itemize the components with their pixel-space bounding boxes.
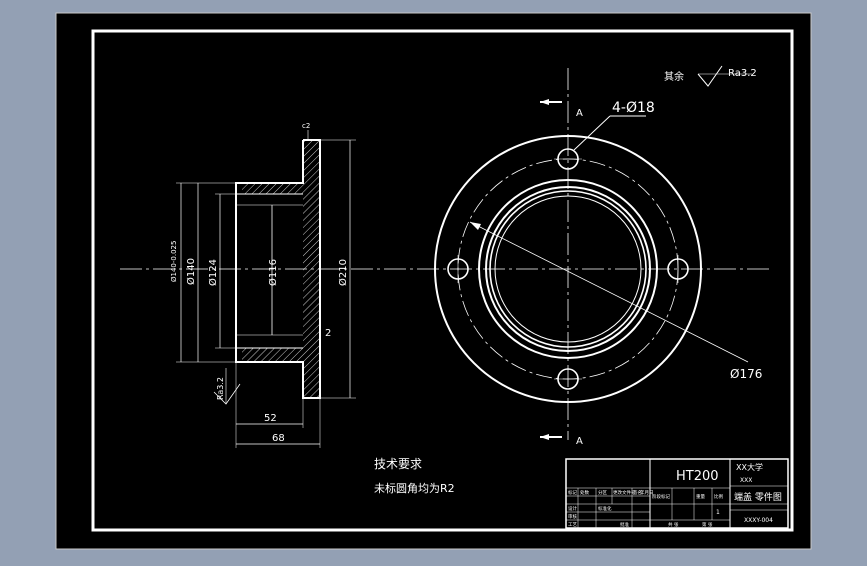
school-code-label: XXX — [740, 477, 752, 484]
dim-d140-label: Ø140 — [185, 258, 197, 285]
material-label: HT200 — [676, 469, 719, 484]
tb-cell: 重量 — [696, 493, 705, 500]
tb-cell: 年月日 — [640, 489, 654, 496]
school-label: XX大学 — [736, 462, 763, 472]
scale-value: 1 — [716, 509, 720, 516]
hole-callout-label: 4-Ø18 — [612, 100, 655, 116]
section-view: c2 Ø140-0.025 Ø140 Ø124 Ø116 Ø210 2 52 6… — [170, 122, 356, 448]
finish-value-label: Ra3.2 — [728, 68, 757, 79]
tb-cell: 阶段标记 — [652, 493, 670, 500]
dim-d124-label: Ø124 — [207, 259, 219, 286]
bore-circle — [489, 190, 647, 348]
tb-cell: 共 张 — [668, 521, 679, 528]
section-label-top: A — [576, 108, 583, 119]
dim-68-label: 68 — [272, 433, 285, 444]
front-view: 4-Ø18 Ø176 A A 其余 Ra3.2 — [434, 65, 762, 447]
tb-cell: 标准化 — [598, 505, 612, 512]
tech-title: 技术要求 — [374, 457, 422, 471]
dim-2-label: 2 — [325, 328, 331, 339]
title-block-frame — [565, 458, 789, 529]
part-name-label: 端盖 零件图 — [734, 491, 782, 503]
drawing-border — [91, 29, 794, 532]
outer-flange-circle — [434, 135, 702, 403]
dim-52-label: 52 — [264, 413, 277, 424]
section-hatch — [242, 140, 320, 398]
tb-cell: 工艺 — [568, 522, 577, 528]
tb-cell: 审核 — [568, 513, 577, 520]
tb-cell: 比例 — [714, 493, 723, 500]
dim-d116-label: Ø116 — [267, 259, 279, 286]
section-label-bottom: A — [576, 436, 583, 447]
tb-cell: 第 张 — [702, 521, 713, 528]
finish-symbol — [697, 65, 723, 87]
diameter-arrow — [470, 222, 481, 230]
title-block: HT200 XX大学 XXX 端盖 零件图 XXXY-004 1 标记 处数 分… — [565, 458, 789, 529]
tb-cell: 批准 — [620, 521, 629, 528]
tb-cell: 签名 — [633, 489, 642, 496]
hub-outer-circle-2 — [485, 186, 651, 352]
dim-d210-label: Ø210 — [337, 259, 349, 286]
tb-cell: 更改文件号 — [613, 489, 636, 496]
hole-leader-line — [573, 115, 611, 151]
section-arrow-top — [540, 99, 549, 105]
dim-d140-tol-label: Ø140-0.025 — [170, 241, 178, 282]
section-arrow-bottom — [540, 434, 549, 440]
tb-cell: 处数 — [580, 489, 589, 496]
tb-cell: 标记 — [568, 489, 577, 496]
diameter-leader-line — [469, 221, 749, 363]
diameter-176-label: Ø176 — [730, 367, 762, 381]
tb-cell: 设计 — [568, 505, 577, 512]
finish-note-label: 其余 — [664, 70, 684, 83]
chamfer-label: c2 — [302, 122, 310, 130]
roughness-label: Ra3.2 — [216, 377, 225, 400]
tb-cell: 分区 — [598, 489, 607, 496]
hub-outer-circle — [478, 179, 658, 359]
tech-note: 未标圆角均为R2 — [374, 481, 455, 495]
drawing-no-label: XXXY-004 — [744, 517, 773, 524]
bore-inner-circle — [494, 195, 642, 343]
